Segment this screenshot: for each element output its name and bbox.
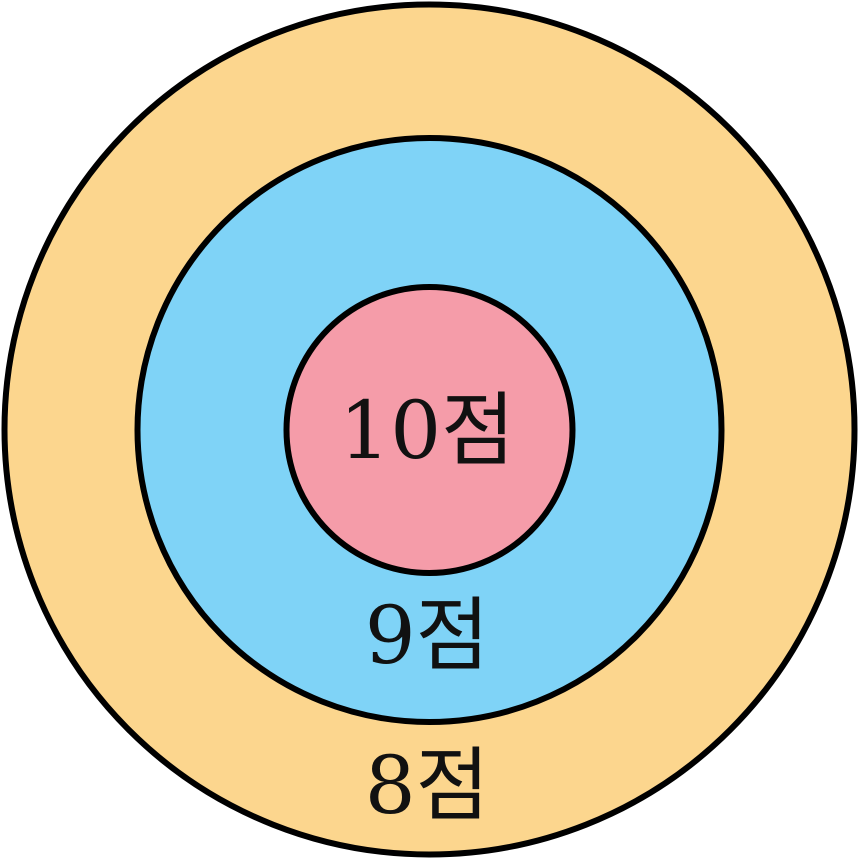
ring-10-circle: [283, 284, 576, 576]
ring-9-label: 9점: [365, 589, 490, 682]
ring-10-label: 10점: [339, 384, 514, 477]
ring-8-label: 8점: [365, 739, 490, 832]
